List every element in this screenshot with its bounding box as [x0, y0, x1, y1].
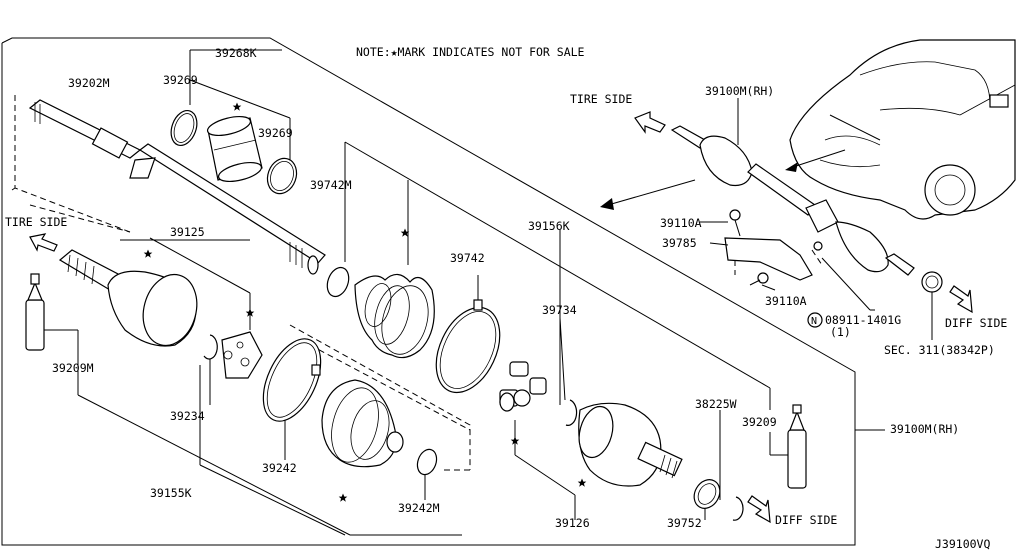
part-39209M-grease-tube — [25, 273, 45, 351]
part-39242-band — [262, 338, 322, 422]
label-39126: 39126 — [555, 516, 590, 530]
label-08911-1401G: 08911-1401G — [825, 313, 901, 327]
part-39242M-band — [416, 448, 438, 476]
part-39742-boot — [354, 273, 435, 359]
dashed-outlines — [11, 95, 471, 471]
part-39234-circlip — [203, 334, 218, 360]
star-mark-icon — [143, 249, 153, 258]
star-mark-icon — [577, 478, 587, 487]
direction-arrow-icon — [29, 233, 58, 252]
diff-side-label-bottom: DIFF SIDE — [775, 513, 837, 527]
label-39269-top: 39269 — [163, 73, 198, 87]
direction-arrow-icon — [747, 495, 771, 524]
part-39156K-tripod — [499, 361, 547, 412]
star-mark-icon — [338, 493, 348, 502]
label-sec-311: SEC. 311(38342P) — [884, 343, 995, 357]
part-39742M-band — [326, 266, 350, 298]
label-39742M: 39742M — [310, 178, 352, 192]
note-text: NOTE:★MARK INDICATES NOT FOR SALE — [356, 45, 585, 59]
diagram-code: J39100VQ — [935, 537, 990, 551]
label-39742: 39742 — [450, 251, 485, 265]
label-39752: 39752 — [667, 516, 702, 530]
label-39110A-upper: 39110A — [660, 216, 702, 230]
label-38225W: 38225W — [695, 397, 737, 411]
label-39268K: 39268K — [215, 46, 257, 60]
part-inner-race — [221, 331, 263, 379]
circled-n-icon: N — [807, 312, 823, 328]
part-38225W-ring — [732, 496, 744, 521]
label-08911-quantity: (1) — [830, 325, 851, 339]
label-39100M-rh-car: 39100M(RH) — [705, 84, 774, 98]
label-39100M-rh-main: 39100M(RH) — [890, 422, 959, 436]
part-39209-grease-tube — [787, 404, 807, 489]
part-39202M-shaft — [28, 99, 326, 275]
leader-lines-right — [700, 98, 933, 340]
label-39269-right: 39269 — [258, 126, 293, 140]
part-39742-large-band — [435, 299, 501, 394]
part-39269-clamp-b — [266, 157, 298, 195]
label-39734: 39734 — [542, 303, 577, 317]
label-39242: 39242 — [262, 461, 297, 475]
label-39209: 39209 — [742, 415, 777, 429]
part-39126-housing — [578, 402, 683, 487]
direction-arrow-icon — [949, 285, 973, 314]
label-39785: 39785 — [662, 236, 697, 250]
label-39202M: 39202M — [68, 76, 110, 90]
part-39785-bracket — [724, 209, 823, 286]
tire-side-label-top: TIRE SIDE — [570, 92, 632, 106]
star-mark-icon — [232, 102, 242, 111]
direction-arrows — [29, 111, 973, 524]
part-39268K-damper — [206, 115, 263, 183]
label-39234: 39234 — [170, 409, 205, 423]
label-39110A-lower: 39110A — [765, 294, 807, 308]
direction-arrow-icon — [634, 111, 666, 134]
part-39269-clamp-a — [170, 109, 198, 147]
diff-side-label-right: DIFF SIDE — [945, 316, 1007, 330]
vehicle-illustration — [785, 39, 1016, 220]
label-39209M: 39209M — [52, 361, 94, 375]
part-39734-snap-ring — [565, 399, 578, 426]
part-39752-seal — [693, 479, 721, 509]
label-39125: 39125 — [170, 225, 205, 239]
label-39155K: 39155K — [150, 486, 192, 500]
tire-side-label-left: TIRE SIDE — [5, 215, 67, 229]
circled-n-symbol: N — [811, 316, 817, 327]
part-labels: NOTE:★MARK INDICATES NOT FOR SALE 39202M… — [5, 45, 1007, 551]
part-39125-outer-joint — [58, 249, 198, 347]
label-39242M: 39242M — [398, 501, 440, 515]
part-39242-boot — [321, 379, 404, 468]
label-39156K: 39156K — [528, 219, 570, 233]
